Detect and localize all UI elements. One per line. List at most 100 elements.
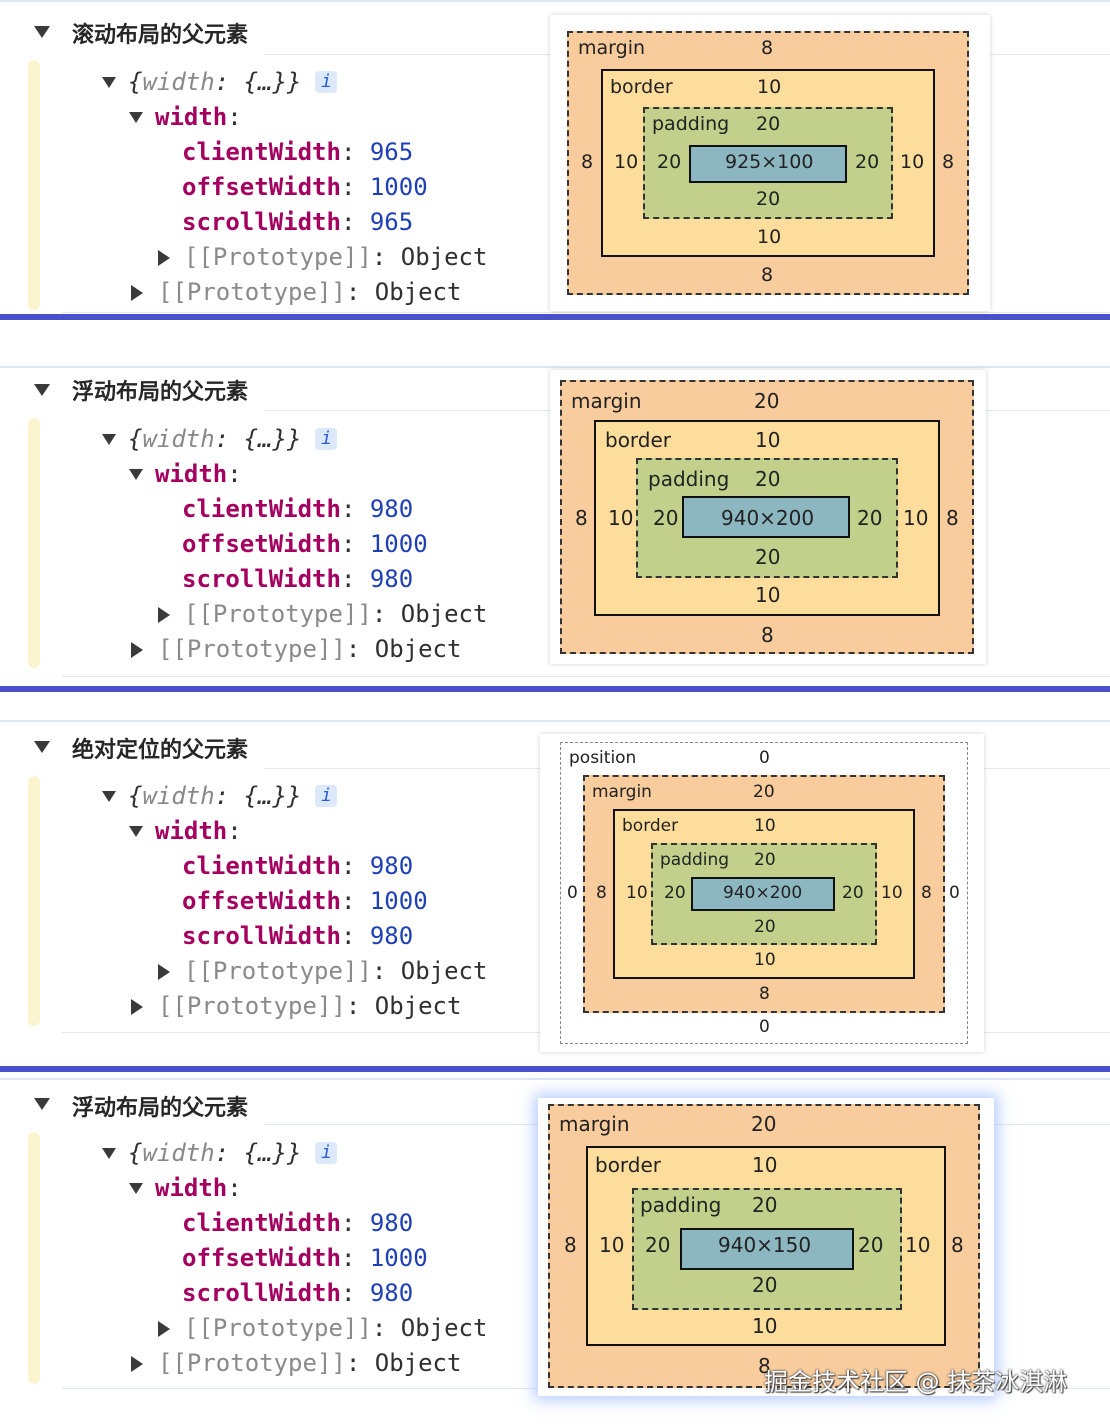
margin-left-value: 8 bbox=[581, 151, 594, 173]
content-size: 940×150 bbox=[718, 1233, 812, 1257]
group-gutter bbox=[28, 60, 40, 310]
property-row: clientWidth: 980 bbox=[182, 1209, 414, 1237]
prototype-value: Object bbox=[400, 243, 488, 271]
console-group-2: 绝对定位的父元素 {width: {…}}i width: clientWidt… bbox=[0, 692, 1110, 1066]
prototype-value: Object bbox=[374, 635, 462, 663]
box-model-diagram: margin 8 8 8 8 border 10 10 10 10 paddin… bbox=[550, 15, 990, 311]
prototype-row[interactable]: [[Prototype]]: Object bbox=[158, 635, 462, 663]
group-title: 滚动布局的父元素 bbox=[72, 23, 249, 48]
object-summary[interactable]: {width: {…}}i bbox=[128, 67, 338, 97]
expand-triangle-icon[interactable] bbox=[34, 26, 50, 38]
expand-triangle-icon[interactable] bbox=[129, 1183, 143, 1194]
width-property[interactable]: width: bbox=[155, 817, 242, 845]
collapse-triangle-icon[interactable] bbox=[131, 1356, 143, 1372]
margin-left-value: 8 bbox=[596, 883, 607, 903]
object-summary[interactable]: {width: {…}}i bbox=[128, 424, 338, 454]
margin-right-value: 8 bbox=[921, 883, 932, 903]
object-summary[interactable]: {width: {…}}i bbox=[128, 781, 338, 811]
collapse-triangle-icon[interactable] bbox=[131, 999, 143, 1015]
expand-triangle-icon[interactable] bbox=[102, 77, 116, 88]
margin-top-value: 20 bbox=[751, 1112, 777, 1136]
margin-right-value: 8 bbox=[942, 151, 955, 173]
padding-top-value: 20 bbox=[756, 113, 781, 135]
prototype-key: [[Prototype]] bbox=[184, 957, 372, 985]
section-divider bbox=[0, 314, 1110, 320]
object-brace: { bbox=[128, 782, 143, 810]
prototype-row[interactable]: [[Prototype]]: Object bbox=[158, 1349, 462, 1377]
prototype-row[interactable]: [[Prototype]]: Object bbox=[184, 1314, 488, 1342]
property-key: scrollWidth bbox=[182, 1279, 341, 1307]
width-property[interactable]: width: bbox=[155, 103, 242, 131]
prototype-value: Object bbox=[374, 278, 462, 306]
collapse-triangle-icon[interactable] bbox=[158, 607, 170, 623]
prototype-row[interactable]: [[Prototype]]: Object bbox=[158, 278, 462, 306]
box-model-content bbox=[689, 145, 847, 183]
expand-triangle-icon[interactable] bbox=[34, 384, 50, 396]
prototype-row[interactable]: [[Prototype]]: Object bbox=[184, 600, 488, 628]
info-icon[interactable]: i bbox=[315, 1142, 338, 1164]
expand-triangle-icon[interactable] bbox=[129, 826, 143, 837]
property-key: offsetWidth bbox=[182, 1244, 341, 1272]
padding-top-value: 20 bbox=[754, 850, 776, 870]
width-property[interactable]: width: bbox=[155, 1174, 242, 1202]
property-row: scrollWidth: 965 bbox=[182, 208, 414, 236]
info-icon[interactable]: i bbox=[315, 785, 338, 807]
border-right-value: 10 bbox=[881, 883, 903, 903]
prototype-row[interactable]: [[Prototype]]: Object bbox=[158, 992, 462, 1020]
width-property[interactable]: width: bbox=[155, 460, 242, 488]
property-value: 1000 bbox=[369, 530, 428, 558]
expand-triangle-icon[interactable] bbox=[129, 469, 143, 480]
box-model-margin bbox=[567, 31, 969, 295]
margin-top-value: 20 bbox=[754, 389, 780, 413]
border-left-value: 10 bbox=[614, 151, 639, 173]
property-row: offsetWidth: 1000 bbox=[182, 530, 428, 558]
property-value: 1000 bbox=[369, 1244, 428, 1272]
box-model-diagram: position 0 0 0 0 margin 20 8 8 8 border … bbox=[540, 734, 984, 1052]
border-top-value: 10 bbox=[754, 816, 776, 836]
info-icon[interactable]: i bbox=[315, 71, 338, 93]
box-model-content bbox=[682, 496, 850, 538]
prototype-key: [[Prototype]] bbox=[158, 1349, 346, 1377]
padding-label: padding bbox=[640, 1193, 722, 1217]
box-model-content bbox=[691, 877, 835, 911]
border-left-value: 10 bbox=[599, 1233, 625, 1257]
collapse-triangle-icon[interactable] bbox=[131, 285, 143, 301]
prototype-row[interactable]: [[Prototype]]: Object bbox=[184, 957, 488, 985]
row-divider bbox=[62, 676, 1110, 677]
info-icon[interactable]: i bbox=[315, 428, 338, 450]
collapse-triangle-icon[interactable] bbox=[158, 250, 170, 266]
console-group-3: 浮动布局的父元素 {width: {…}}i width: clientWidt… bbox=[0, 1072, 1110, 1428]
object-summary[interactable]: {width: {…}}i bbox=[128, 1138, 338, 1168]
expand-triangle-icon[interactable] bbox=[34, 1098, 50, 1110]
panel-top-line bbox=[0, 0, 1110, 2]
expand-triangle-icon[interactable] bbox=[102, 434, 116, 445]
property-row: scrollWidth: 980 bbox=[182, 1279, 414, 1307]
collapse-triangle-icon[interactable] bbox=[158, 964, 170, 980]
panel-top-line bbox=[0, 366, 1110, 368]
property-value: 980 bbox=[369, 495, 414, 523]
expand-triangle-icon[interactable] bbox=[102, 791, 116, 802]
expand-triangle-icon[interactable] bbox=[102, 1148, 116, 1159]
expand-triangle-icon[interactable] bbox=[129, 112, 143, 123]
padding-top-value: 20 bbox=[752, 1193, 778, 1217]
box-model-diagram: margin 20 8 8 8 border 10 10 10 10 paddi… bbox=[550, 370, 986, 664]
border-label: border bbox=[605, 428, 672, 452]
prototype-value: Object bbox=[400, 600, 488, 628]
property-value: 1000 bbox=[369, 887, 428, 915]
property-value: 980 bbox=[369, 852, 414, 880]
console-group-0: 滚动布局的父元素 {width: {…}}i width: clientWidt… bbox=[0, 0, 1110, 316]
property-key: scrollWidth bbox=[182, 208, 341, 236]
group-title: 浮动布局的父元素 bbox=[72, 380, 249, 405]
property-row: offsetWidth: 1000 bbox=[182, 887, 428, 915]
border-bottom-value: 10 bbox=[752, 1314, 778, 1338]
expand-triangle-icon[interactable] bbox=[34, 741, 50, 753]
section-divider bbox=[0, 1066, 1110, 1072]
content-size: 925×100 bbox=[725, 151, 814, 173]
prototype-row[interactable]: [[Prototype]]: Object bbox=[184, 243, 488, 271]
border-right-value: 10 bbox=[903, 506, 929, 530]
collapse-triangle-icon[interactable] bbox=[131, 642, 143, 658]
object-key: width bbox=[142, 1139, 215, 1167]
collapse-triangle-icon[interactable] bbox=[158, 1321, 170, 1337]
property-row: scrollWidth: 980 bbox=[182, 922, 414, 950]
property-row: offsetWidth: 1000 bbox=[182, 173, 428, 201]
